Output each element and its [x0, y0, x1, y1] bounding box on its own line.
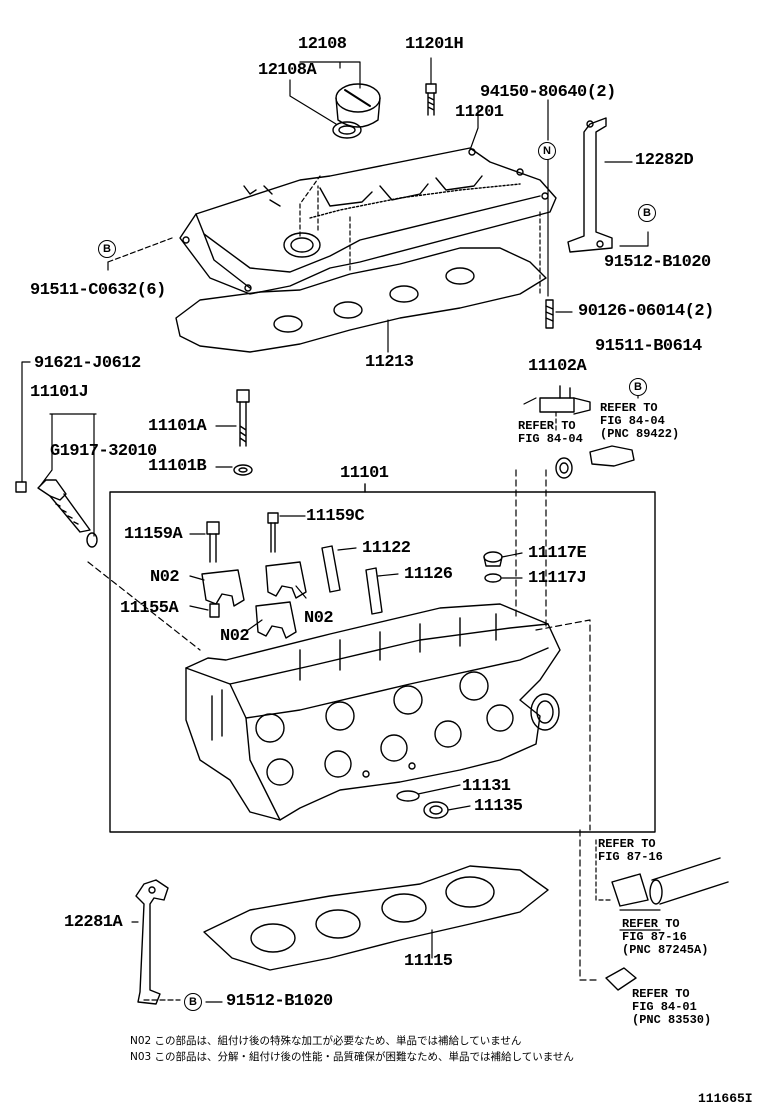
plug-seal-drawing: [396, 790, 449, 819]
marker-b-left: B: [98, 240, 116, 258]
bolt-11201h-drawing: [425, 83, 437, 116]
part-label-11115: 11115: [404, 952, 453, 971]
leader-lines: [21, 57, 661, 1003]
part-label-12281a: 12281A: [64, 913, 123, 932]
marker-b-right: B: [629, 378, 647, 396]
part-label-11131: 11131: [462, 777, 511, 796]
part-label-12108: 12108: [298, 35, 347, 54]
part-label-11102a: 11102A: [528, 357, 587, 376]
refer-note-87-16-top: REFER TO FIG 87-16: [598, 837, 663, 864]
part-label-11159c: 11159C: [306, 507, 365, 526]
part-label-g1917: G1917-32010: [50, 442, 157, 461]
figure-id: 111665I: [698, 1091, 753, 1106]
marker-b-bottom: B: [184, 993, 202, 1011]
footnote-n03: N03 この部品は、分解・組付け後の性能・品質確保が困難なため、単品では補給して…: [130, 1051, 574, 1063]
marker-n: N: [538, 142, 556, 160]
cylinder-head-drawing: [185, 603, 561, 821]
part-label-12282d: 12282D: [635, 151, 694, 170]
part-label-n02-left: N02: [150, 568, 180, 587]
part-label-11101a: 11101A: [148, 417, 207, 436]
bracket-12282d-drawing: [567, 117, 613, 253]
part-label-11101: 11101: [340, 464, 389, 483]
oil-control-valve-drawing: [15, 479, 98, 548]
refer-note-84-04: REFER TO FIG 84-04: [518, 419, 583, 446]
footnote-n02: N02 この部品は、組付け後の特殊な加工が必要なため、単品では補給していません: [130, 1035, 522, 1047]
part-label-91511b: 91511-B0614: [595, 337, 702, 356]
part-label-91621: 91621-J0612: [34, 354, 141, 373]
cylinder-head-box: [109, 491, 656, 833]
part-label-12108a: 12108A: [258, 61, 317, 80]
part-label-11101j: 11101J: [30, 383, 89, 402]
bolts-11159-drawing: [206, 512, 279, 563]
hose-clamp-drawing: [605, 857, 729, 991]
part-label-11201: 11201: [455, 103, 504, 122]
part-label-90126: 90126-06014(2): [578, 302, 714, 321]
part-label-11159a: 11159A: [124, 525, 183, 544]
part-label-11126: 11126: [404, 565, 453, 584]
stud-90126-drawing: [545, 299, 554, 329]
oil-filler-cap-drawing: [332, 83, 381, 139]
part-label-11117j: 11117J: [528, 569, 587, 588]
head-gasket-drawing: [203, 865, 549, 971]
part-label-91511c: 91511-C0632(6): [30, 281, 166, 300]
part-label-91512-bottom: 91512-B1020: [226, 992, 333, 1011]
part-label-n02-right: N02: [304, 609, 334, 628]
part-label-11122: 11122: [362, 539, 411, 558]
part-label-11117e: 11117E: [528, 544, 587, 563]
cam-position-sensor-drawing: [539, 385, 591, 415]
part-label-n02-lower: N02: [220, 627, 250, 646]
part-label-11135: 11135: [474, 797, 523, 816]
part-label-94150: 94150-80640(2): [480, 83, 616, 102]
part-label-11101b: 11101B: [148, 457, 207, 476]
part-label-11213: 11213: [365, 353, 414, 372]
part-label-11201h: 11201H: [405, 35, 464, 54]
refer-note-84-01-pnc: REFER TO FIG 84-01 (PNC 83530): [632, 987, 712, 1027]
marker-b-top-right: B: [638, 204, 656, 222]
temp-sensor-drawing: [555, 445, 635, 479]
cover-gasket-drawing: [175, 247, 547, 353]
refer-note-84-04-pnc: REFER TO FIG 84-04 (PNC 89422): [600, 401, 680, 441]
head-cover-drawing: [179, 147, 557, 295]
part-label-11155a: 11155A: [120, 599, 179, 618]
bracket-12281a-drawing: [135, 879, 169, 1005]
bolt-11101a-drawing: [233, 389, 253, 476]
part-label-91512-top: 91512-B1020: [604, 253, 711, 272]
refer-note-87-16-pnc: REFER TO FIG 87-16 (PNC 87245A): [622, 917, 709, 957]
cam-bearing-caps-drawing: [201, 561, 307, 639]
